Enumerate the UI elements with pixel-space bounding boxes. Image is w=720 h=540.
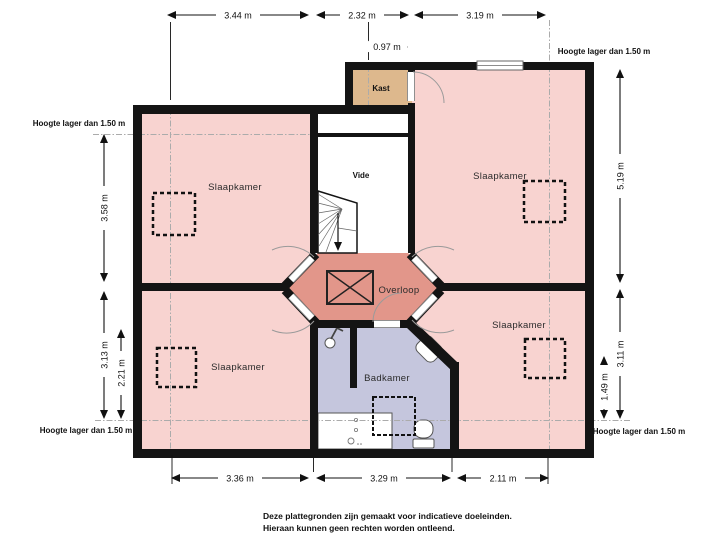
dim-top-2: 2.32 m (348, 11, 376, 21)
dim-right-3: 1.49 m (600, 373, 610, 401)
bathtub-tap-icon (353, 427, 358, 432)
height-note-bottom-left: Hoogte lager dan 1.50 m (40, 426, 132, 435)
toilet-bowl (413, 419, 434, 439)
room-bedroom-top-right (410, 66, 590, 288)
roof-window-bottom-left (155, 346, 198, 389)
wall-top-right-section (345, 62, 594, 70)
door-leaf-lower-right (411, 293, 438, 321)
label-bathroom: Badkamer (364, 373, 410, 384)
height-note-top-right: Hoogte lager dan 1.50 m (558, 47, 650, 56)
roof-window-markers (151, 179, 567, 436)
door-leaf-upper-right (411, 255, 438, 283)
wall-shower-partition (350, 322, 357, 388)
room-fills (137, 66, 590, 453)
wall-right (585, 62, 594, 458)
toilet-tank (412, 438, 435, 449)
door-arc-closet (412, 71, 445, 104)
dim-bottom-1: 3.36 m (226, 474, 254, 484)
door-arc-upper-left (271, 245, 315, 258)
label-bedroom-bottom-left: Slaapkamer (211, 362, 265, 373)
dim-top-3: 3.19 m (466, 11, 494, 21)
door-arc-bathroom (372, 292, 403, 323)
dim-right-2: 3.11 m (616, 341, 626, 368)
room-labels: Slaapkamer Slaapkamer Slaapkamer Slaapka… (208, 84, 546, 384)
window-top-right (476, 60, 524, 71)
wall-closet-door-jamb (408, 68, 415, 74)
wall-top-left-section (133, 105, 415, 114)
wall-left (133, 105, 142, 458)
door-leaf-upper-left (288, 255, 315, 283)
label-void: Vide (353, 171, 370, 180)
disclaimer-line-1: Deze plattegronden zijn gemaakt voor ind… (263, 511, 512, 521)
dim-closet-width: 0.97 m (373, 42, 401, 52)
roof-window-top-left (151, 191, 197, 237)
door-leaf-lower-left (288, 293, 315, 321)
door-arc-lower-left (271, 320, 315, 334)
shower-head-icon (324, 337, 336, 349)
room-closet (349, 66, 412, 109)
wall-bathroom-right (450, 362, 459, 453)
bathtub-tap-icon (353, 417, 358, 422)
walls (133, 62, 594, 458)
disclaimer-line-2: Hieraan kunnen geen rechten worden ontle… (263, 523, 455, 533)
dim-left-1: 3.58 m (100, 194, 110, 222)
roof-window-bottom-right (523, 337, 567, 380)
room-bedroom-top-left (137, 109, 314, 288)
height-note-top-left: Hoogte lager dan 1.50 m (33, 119, 125, 128)
wall-closet-left (345, 62, 353, 109)
room-landing (283, 253, 443, 325)
dimensions: 3.44 m 2.32 m 3.19 m 0.97 m 3.58 m 3.13 … (97, 8, 627, 485)
bathtub-drain-dot (357, 443, 359, 445)
label-landing: Overloop (379, 285, 420, 296)
dim-top-1: 3.44 m (224, 11, 252, 21)
wall-bathroom-left (310, 320, 318, 453)
bathtub-drain-dot (360, 443, 362, 445)
stair-opening-marker (326, 270, 374, 305)
label-bedroom-top-right: Slaapkamer (473, 171, 527, 182)
wall-bathroom-diagonal (404, 318, 458, 370)
bathtub-drain-icon (347, 437, 355, 445)
dim-left-3: 2.21 m (117, 359, 127, 387)
height-notes: Hoogte lager dan 1.50 m Hoogte lager dan… (33, 47, 685, 436)
void-opening-edge (318, 133, 408, 137)
shower-area (372, 396, 416, 436)
room-bedroom-bottom-left (137, 287, 314, 453)
label-closet: Kast (372, 84, 390, 93)
dim-left-2: 3.13 m (100, 341, 110, 369)
disclaimer: Deze plattegronden zijn gemaakt voor ind… (263, 511, 512, 533)
dim-right-1: 5.19 m (616, 162, 626, 190)
doors (271, 71, 455, 334)
wall-void-left (310, 109, 318, 253)
wall-mid-left (133, 283, 287, 291)
wall-mid-right (439, 283, 594, 291)
label-bedroom-top-left: Slaapkamer (208, 182, 262, 193)
dim-bottom-2: 3.29 m (370, 474, 398, 484)
height-note-bottom-right: Hoogte lager dan 1.50 m (593, 427, 685, 436)
wall-bottom (133, 449, 594, 458)
door-arc-lower-right (411, 319, 455, 334)
staircase (317, 189, 358, 254)
roof-window-top-right (522, 179, 567, 224)
wall-void-right (408, 103, 415, 253)
dim-bottom-3: 2.11 m (490, 474, 517, 484)
label-bedroom-bottom-right: Slaapkamer (492, 320, 546, 331)
wall-bathroom-top-left (314, 320, 374, 328)
door-arc-upper-right (411, 245, 455, 258)
stair-arrow-head (334, 242, 342, 251)
